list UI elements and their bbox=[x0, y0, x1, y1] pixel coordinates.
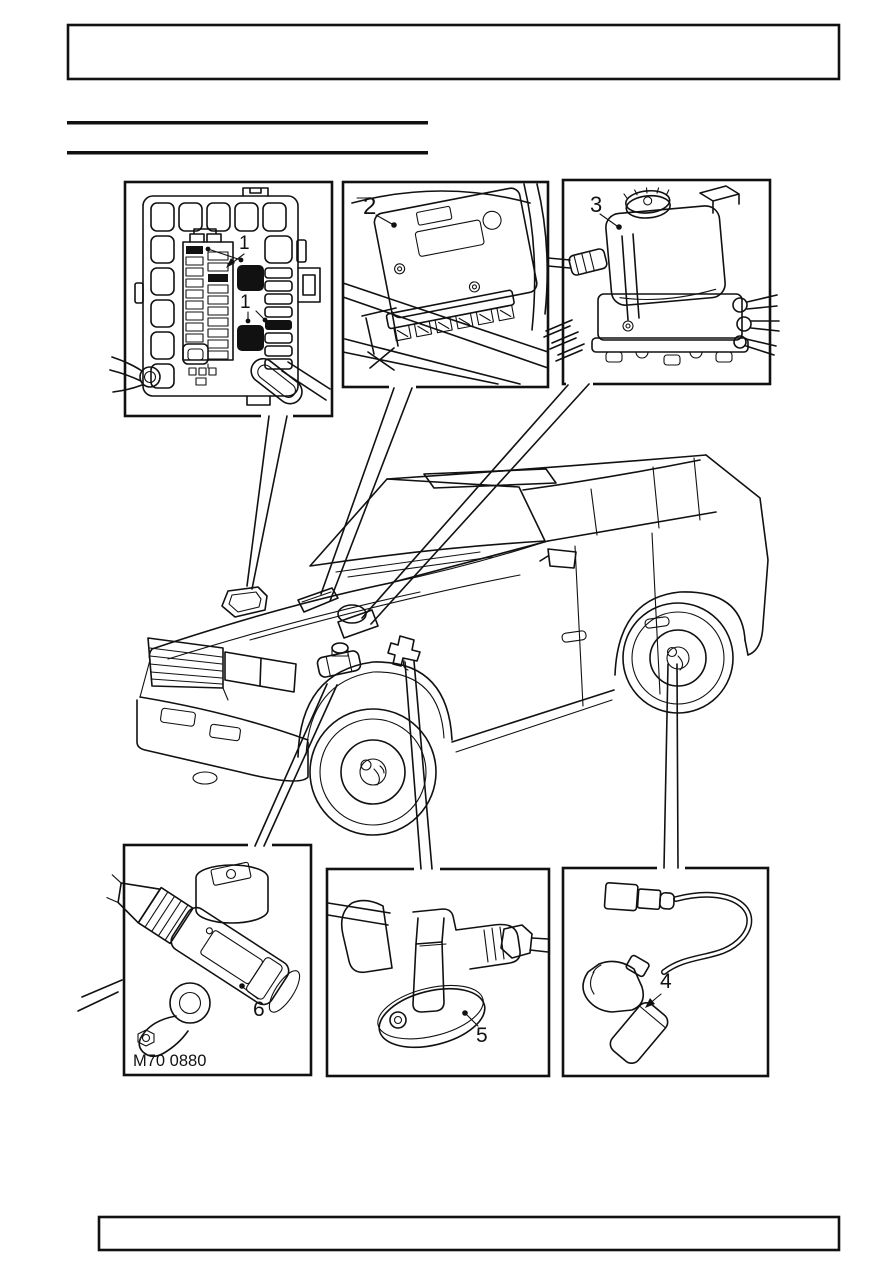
solenoid-illustration: 6 M70 0880 bbox=[77, 861, 301, 1070]
leader-line-wheel-sensor bbox=[663, 663, 679, 869]
ecu-illustration: 2 bbox=[342, 183, 549, 385]
callout-number-4: 4 bbox=[660, 970, 672, 993]
frame-gap bbox=[248, 841, 272, 849]
modulator-callout-frame bbox=[561, 178, 772, 386]
page-footer-box bbox=[97, 1215, 841, 1252]
pressure-switch-illustration: 5 bbox=[327, 899, 549, 1049]
leader-line-pressure-switch bbox=[404, 660, 433, 870]
vehicle-illustration bbox=[136, 454, 769, 836]
fuse-box-callout-frame bbox=[123, 180, 334, 418]
page-header-box bbox=[66, 23, 841, 81]
ecu-callout-frame bbox=[341, 180, 550, 389]
leader-line-solenoid bbox=[254, 683, 338, 847]
callout-number-1-upper: 1 bbox=[239, 233, 250, 254]
title-rule-1 bbox=[67, 121, 428, 125]
callout-number-5: 5 bbox=[476, 1024, 488, 1047]
frame-gap bbox=[389, 383, 416, 391]
callout-number-6: 6 bbox=[253, 998, 265, 1021]
callout-number-1-lower: 1 bbox=[240, 292, 251, 313]
callout-number-3: 3 bbox=[590, 192, 602, 217]
callout-number-2: 2 bbox=[363, 193, 376, 220]
frame-gap bbox=[414, 865, 440, 873]
frame-gap bbox=[566, 379, 593, 388]
leader-line-fuse-box bbox=[246, 415, 288, 590]
leader-line-modulator bbox=[361, 383, 590, 625]
modulator-illustration: 3 bbox=[543, 185, 780, 366]
solenoid-callout-frame bbox=[122, 843, 313, 1077]
wheel-sensor-illustration: 4 bbox=[582, 881, 753, 1065]
figure-number: M70 0880 bbox=[133, 1052, 206, 1070]
fuse-box-illustration: 1 1 bbox=[109, 187, 331, 406]
frame-gap bbox=[261, 412, 293, 420]
frame-gap bbox=[657, 864, 685, 872]
leader-line-ecu bbox=[320, 387, 413, 602]
title-rule-2 bbox=[67, 151, 428, 155]
